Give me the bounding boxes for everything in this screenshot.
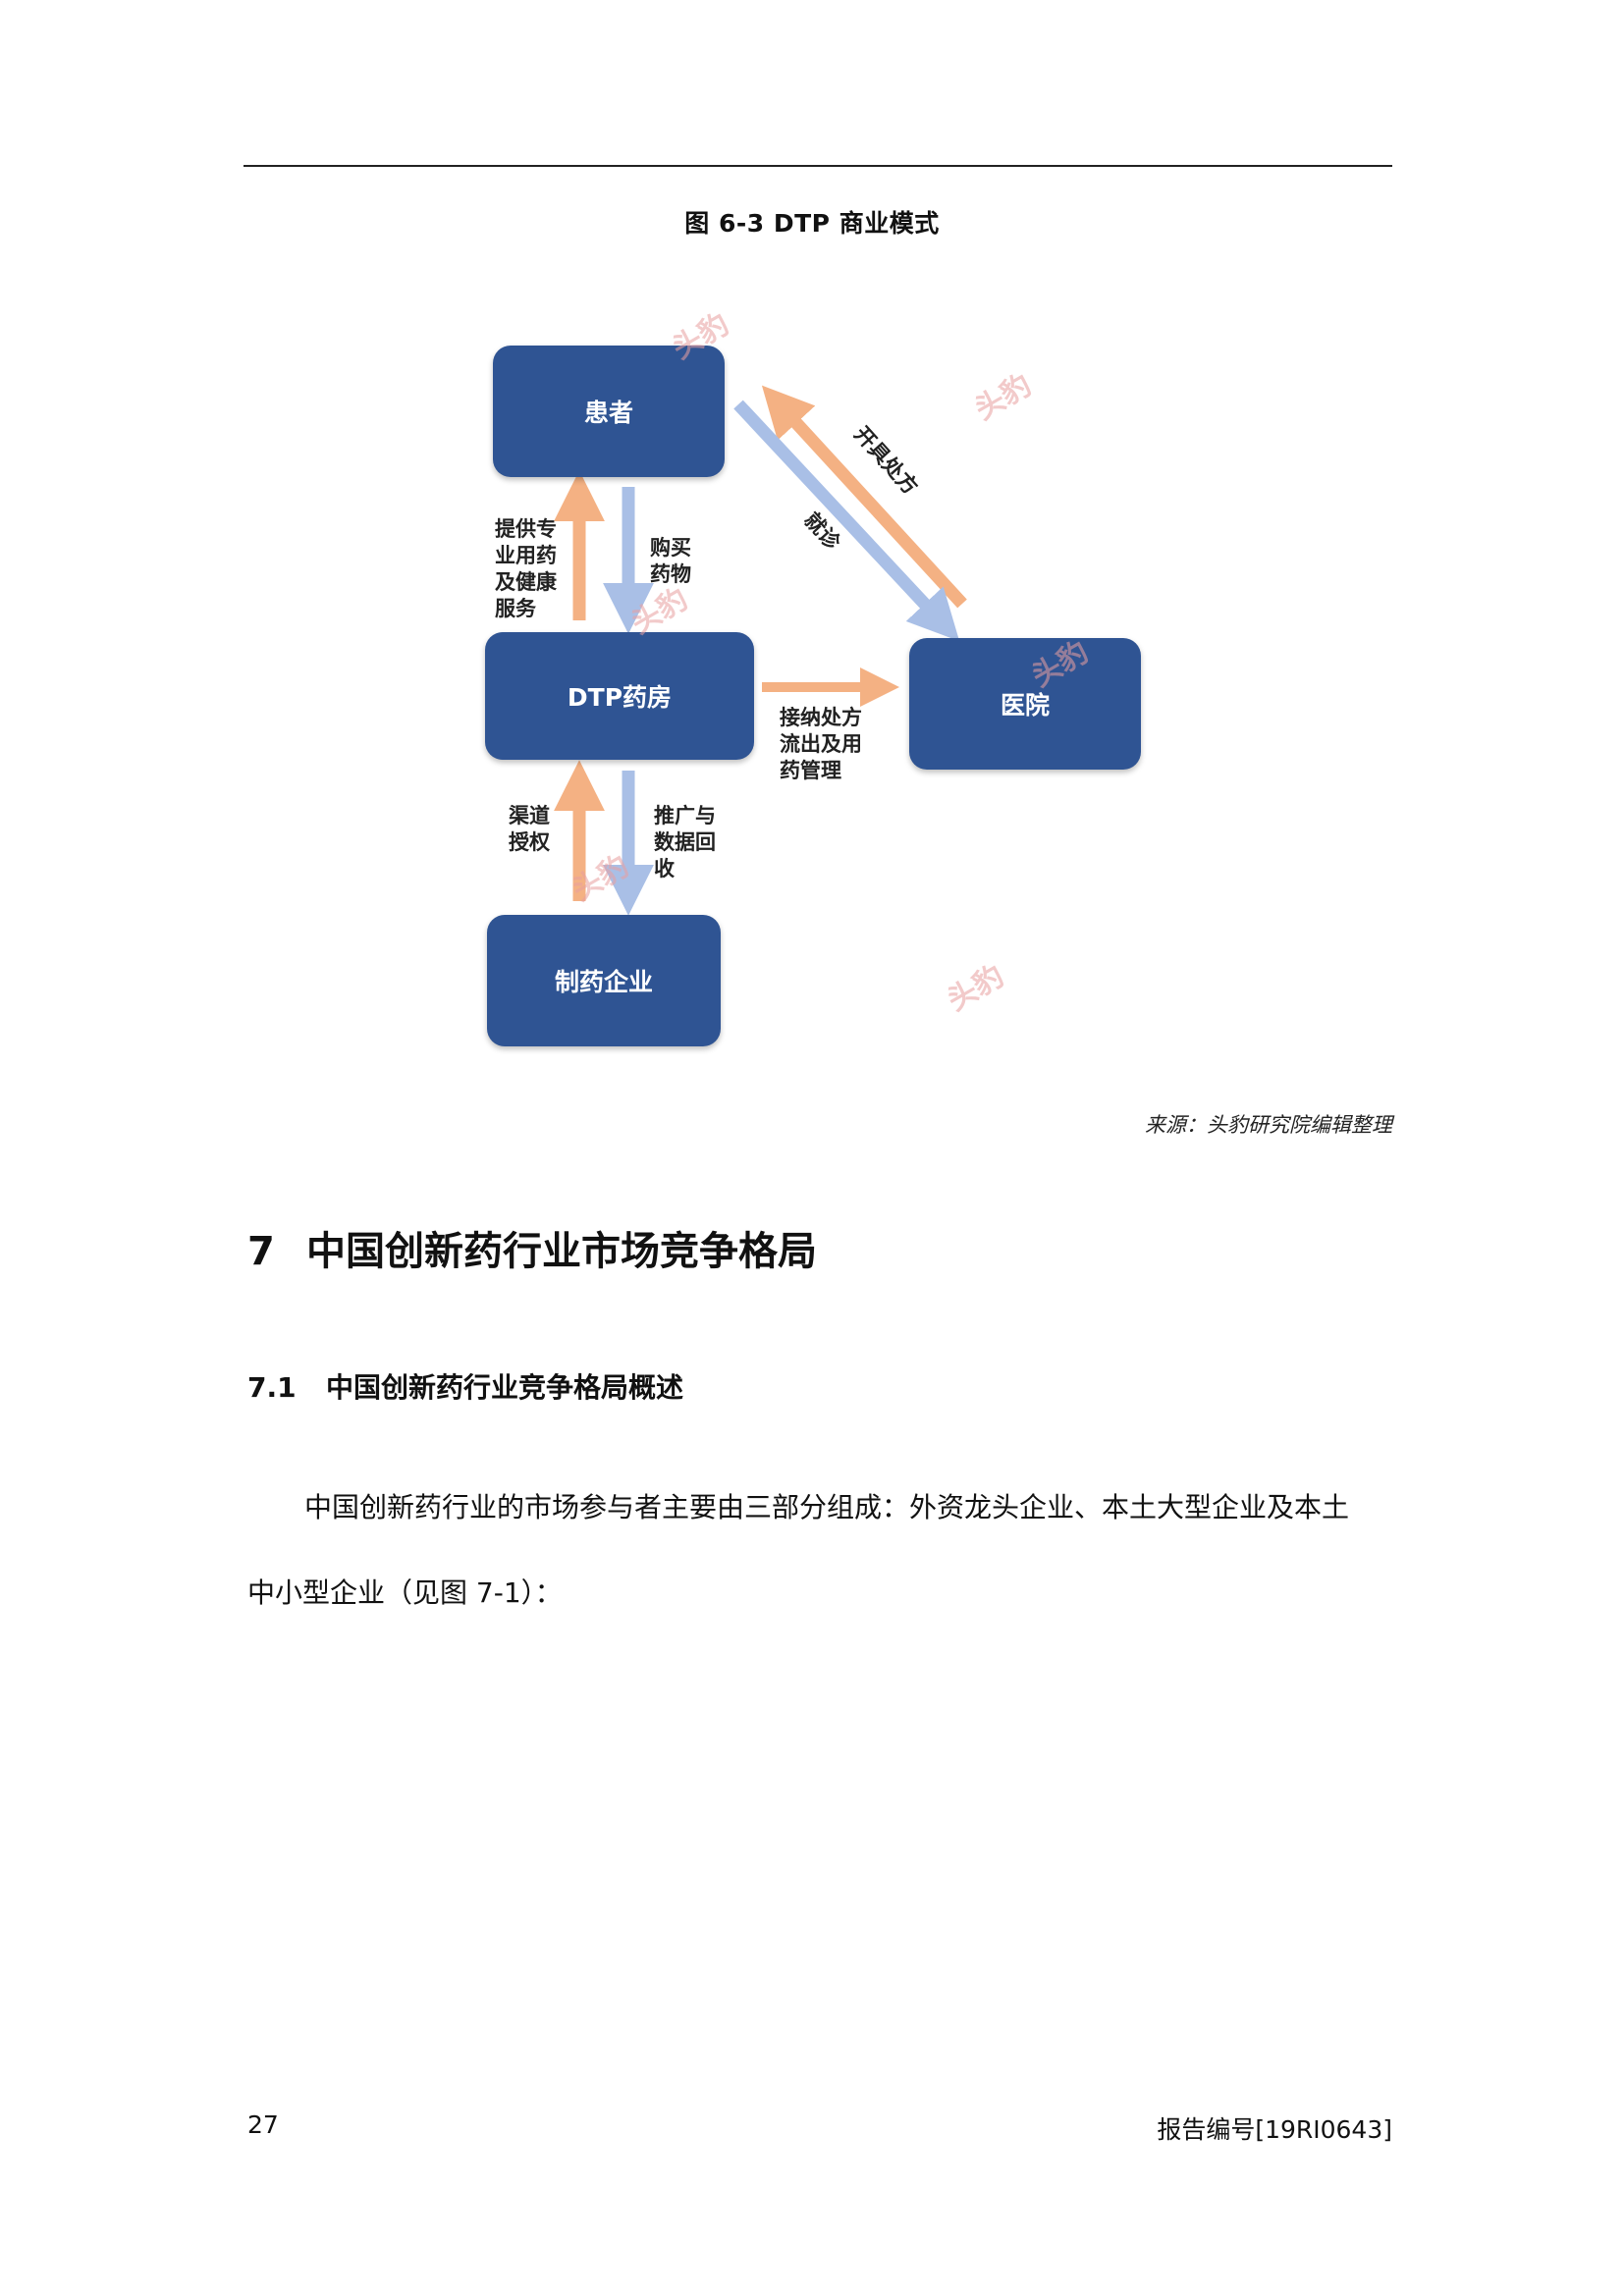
header-rule bbox=[244, 165, 1392, 167]
label-patient-to-pharmacy: 购买 药物 bbox=[650, 536, 691, 586]
arrow-patient-to-hospital bbox=[733, 400, 960, 642]
dtp-business-model-diagram: 患者 DTP药房 医院 制药企业 提供专 业用药 及健康 服务 购买 药物 开具… bbox=[0, 0, 1624, 1099]
body-paragraph-line-2: 中小型企业（见图 7-1）： bbox=[247, 1576, 563, 1609]
label-pharmacy-to-pharma: 推广与 数据回 收 bbox=[654, 804, 716, 881]
report-id: 报告编号[19RI0643] bbox=[1157, 2115, 1392, 2144]
subsection-title: 中国创新药行业竞争格局概述 bbox=[326, 1371, 684, 1404]
subsection-heading: 7.1 中国创新药行业竞争格局概述 bbox=[247, 1366, 683, 1406]
page-number: 27 bbox=[247, 2110, 279, 2139]
section-number: 7 bbox=[247, 1229, 275, 1274]
node-dtp-pharmacy: DTP药房 bbox=[485, 632, 754, 760]
node-hospital: 医院 bbox=[909, 638, 1141, 770]
body-paragraph-line-1: 中国创新药行业的市场参与者主要由三部分组成：外资龙头企业、本土大型企业及本土 bbox=[304, 1491, 1350, 1523]
node-patient: 患者 bbox=[493, 346, 725, 477]
figure-source: 来源：头豹研究院编辑整理 bbox=[1145, 1113, 1392, 1137]
node-pharma-company: 制药企业 bbox=[487, 915, 721, 1046]
label-pharma-to-pharmacy: 渠道 授权 bbox=[509, 804, 550, 854]
section-title: 中国创新药行业市场竞争格局 bbox=[306, 1229, 817, 1274]
label-pharmacy-to-hospital: 接纳处方 流出及用 药管理 bbox=[780, 706, 862, 782]
arrow-hospital-to-patient bbox=[761, 385, 967, 609]
label-pharmacy-to-patient: 提供专 业用药 及健康 服务 bbox=[495, 517, 557, 620]
section-heading: 7 中国创新药行业市场竞争格局 bbox=[247, 1219, 817, 1276]
subsection-number: 7.1 bbox=[247, 1371, 297, 1404]
figure-caption: 图 6-3 DTP 商业模式 bbox=[684, 209, 940, 238]
diagram-arrows bbox=[554, 385, 967, 916]
